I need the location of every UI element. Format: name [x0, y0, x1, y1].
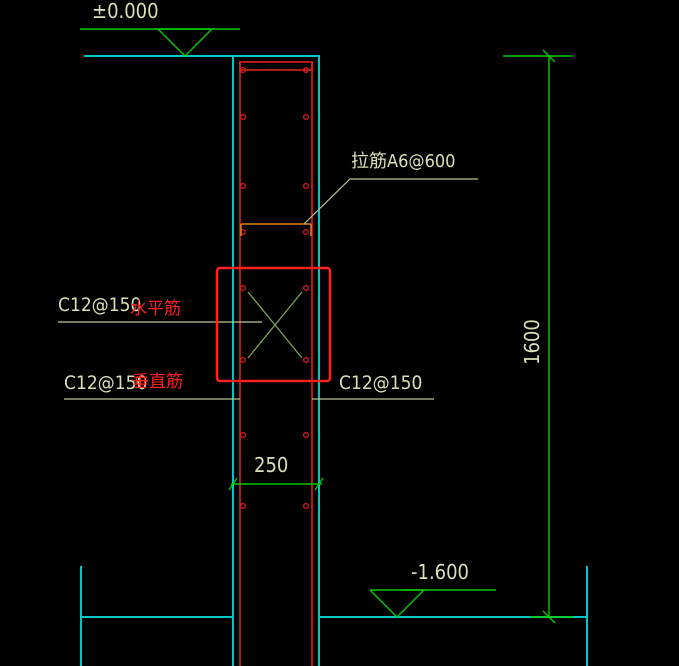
rebar-cage [239, 61, 313, 666]
rebar-dot [240, 357, 247, 364]
tie-leader [303, 178, 478, 225]
right-rebar-spec: C12@150 [339, 372, 422, 394]
width-tick-left [228, 477, 238, 491]
rebar-dot [240, 285, 247, 292]
rebar-dot [303, 66, 310, 73]
bottom-elevation-label: -1.600 [411, 560, 469, 584]
tie-bar [240, 223, 312, 236]
footing-left [80, 566, 233, 618]
height-dimension-label: 1600 [520, 319, 544, 365]
rebar-dot [240, 66, 247, 73]
rebar-dots [240, 66, 310, 510]
wall-outline [80, 55, 588, 666]
width-tick-right [314, 477, 324, 491]
height-tick-bottom [542, 610, 556, 624]
height-dimension [503, 49, 573, 624]
rebar-dot [240, 503, 247, 510]
rebar-dot [240, 113, 247, 120]
bottom-elevation-triangle [369, 589, 426, 618]
height-tick-top [542, 49, 556, 63]
rebar-dot [240, 432, 247, 439]
width-dimension [228, 477, 324, 491]
width-dimension-label: 250 [254, 453, 288, 477]
top-elevation-triangle [157, 28, 214, 57]
rebar-dot [240, 183, 247, 190]
rebar-dot [303, 113, 310, 120]
highlight-box [215, 266, 332, 383]
horizontal-rebar-spec: C12@150 [58, 294, 141, 316]
rebar-dot [303, 285, 310, 292]
wall-left-edge [232, 55, 320, 666]
top-elevation-label: ±0.000 [92, 0, 159, 23]
tie-bar-label: 拉筋A6@600 [351, 151, 455, 172]
cross-line-2 [247, 291, 303, 359]
leader-lines [58, 178, 478, 400]
vertical-rebar-note: 垂直筋 [132, 372, 183, 392]
cross-section-mark [247, 291, 303, 359]
rebar-top-stirrup [239, 61, 313, 71]
rebar-dot [303, 183, 310, 190]
vertical-rebar-spec: C12@150 [64, 372, 147, 394]
horizontal-rebar-note: 水平筋 [130, 299, 181, 319]
rebar-dot [303, 357, 310, 364]
rebar-dot [303, 229, 310, 236]
rebar-dot [303, 432, 310, 439]
rebar-dot [303, 503, 310, 510]
elevation-markers [80, 28, 496, 618]
